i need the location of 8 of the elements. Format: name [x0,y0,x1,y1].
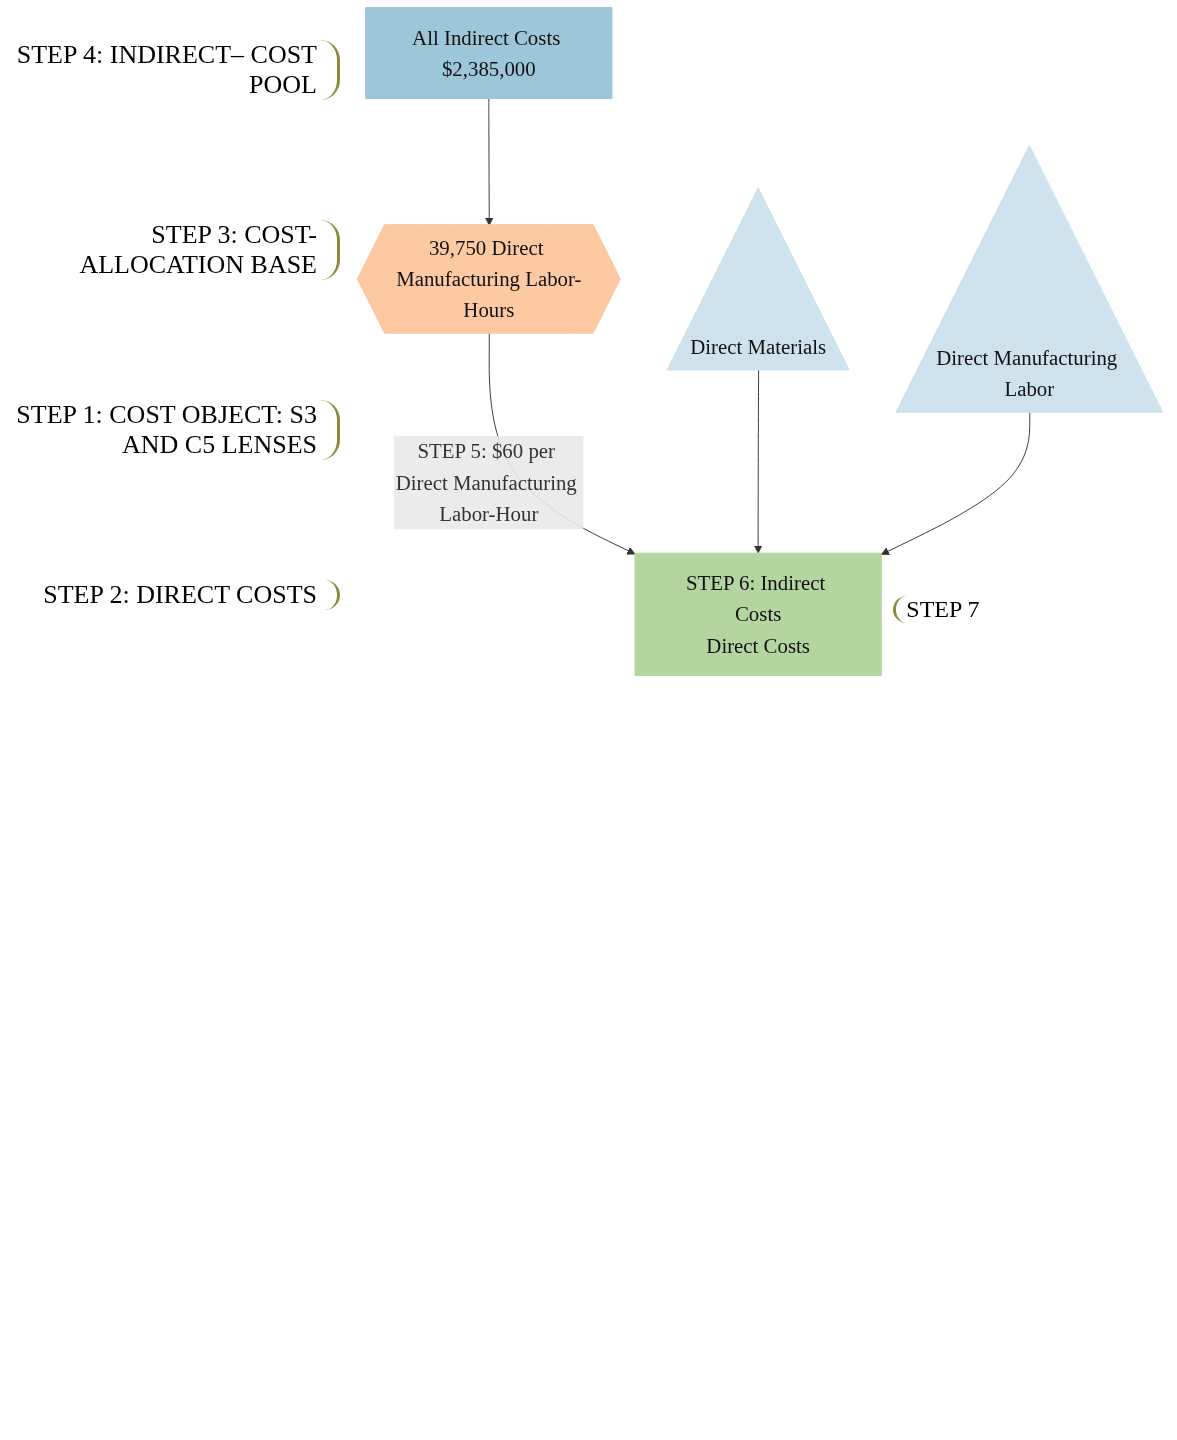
step-label: STEP 4: INDIRECT– COST POOL [10,40,340,100]
step-label: STEP 7 [893,596,980,624]
step-label: STEP 2: DIRECT COSTS [10,580,340,610]
node-box: All Indirect Costs $2,385,000 [365,7,613,99]
step-label: STEP 3: COST-ALLOCATION BASE [10,220,340,280]
step-label: STEP 1: COST OBJECT: S3 AND C5 LENSES [10,400,340,460]
edge-label: STEP 5: $60 per Direct Manufacturing Labor-Hour [395,439,577,526]
node-box: STEP 6: Indirect Costs Direct Costs [634,552,882,676]
